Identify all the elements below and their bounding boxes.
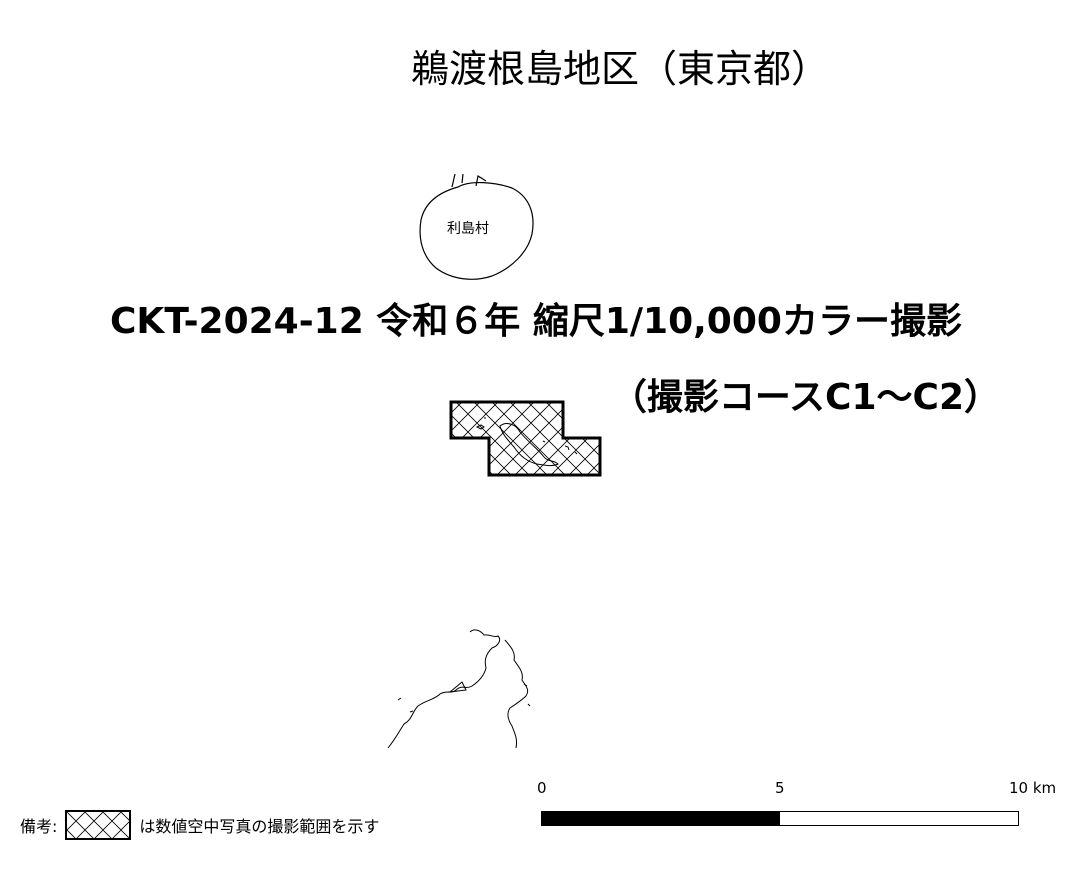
survey-info: CKT-2024-12 令和６年 縮尺1/10,000カラー撮影 — [110, 301, 962, 342]
course-info: （撮影コースC1〜C2） — [610, 377, 1000, 418]
map-title: 鵜渡根島地区（東京都） — [410, 47, 829, 91]
toshima-island-outline — [419, 182, 534, 280]
niijima-east-coastline — [504, 639, 529, 749]
legend-hatch-swatch — [65, 810, 132, 840]
legend: 備考: は数値空中写真の撮影範囲を示す — [20, 808, 379, 842]
scale-tick-5: 5 — [775, 779, 785, 797]
legend-prefix: 備考: — [20, 817, 58, 836]
place-label-toshima: 利島村 — [447, 221, 489, 237]
scale-bar — [541, 811, 1019, 826]
scale-tick-0: 0 — [537, 779, 547, 797]
niijima-coastline — [387, 629, 501, 749]
legend-text: は数値空中写真の撮影範囲を示す — [139, 817, 380, 836]
toshima-pier-marks — [451, 173, 487, 188]
islets — [475, 417, 578, 455]
udone-island-outline — [499, 423, 559, 467]
scale-segment-black — [542, 812, 780, 825]
niijima-bay-detail — [397, 681, 531, 713]
scale-segment-white — [780, 812, 1018, 825]
scale-tick-10: 10 km — [1009, 779, 1057, 797]
